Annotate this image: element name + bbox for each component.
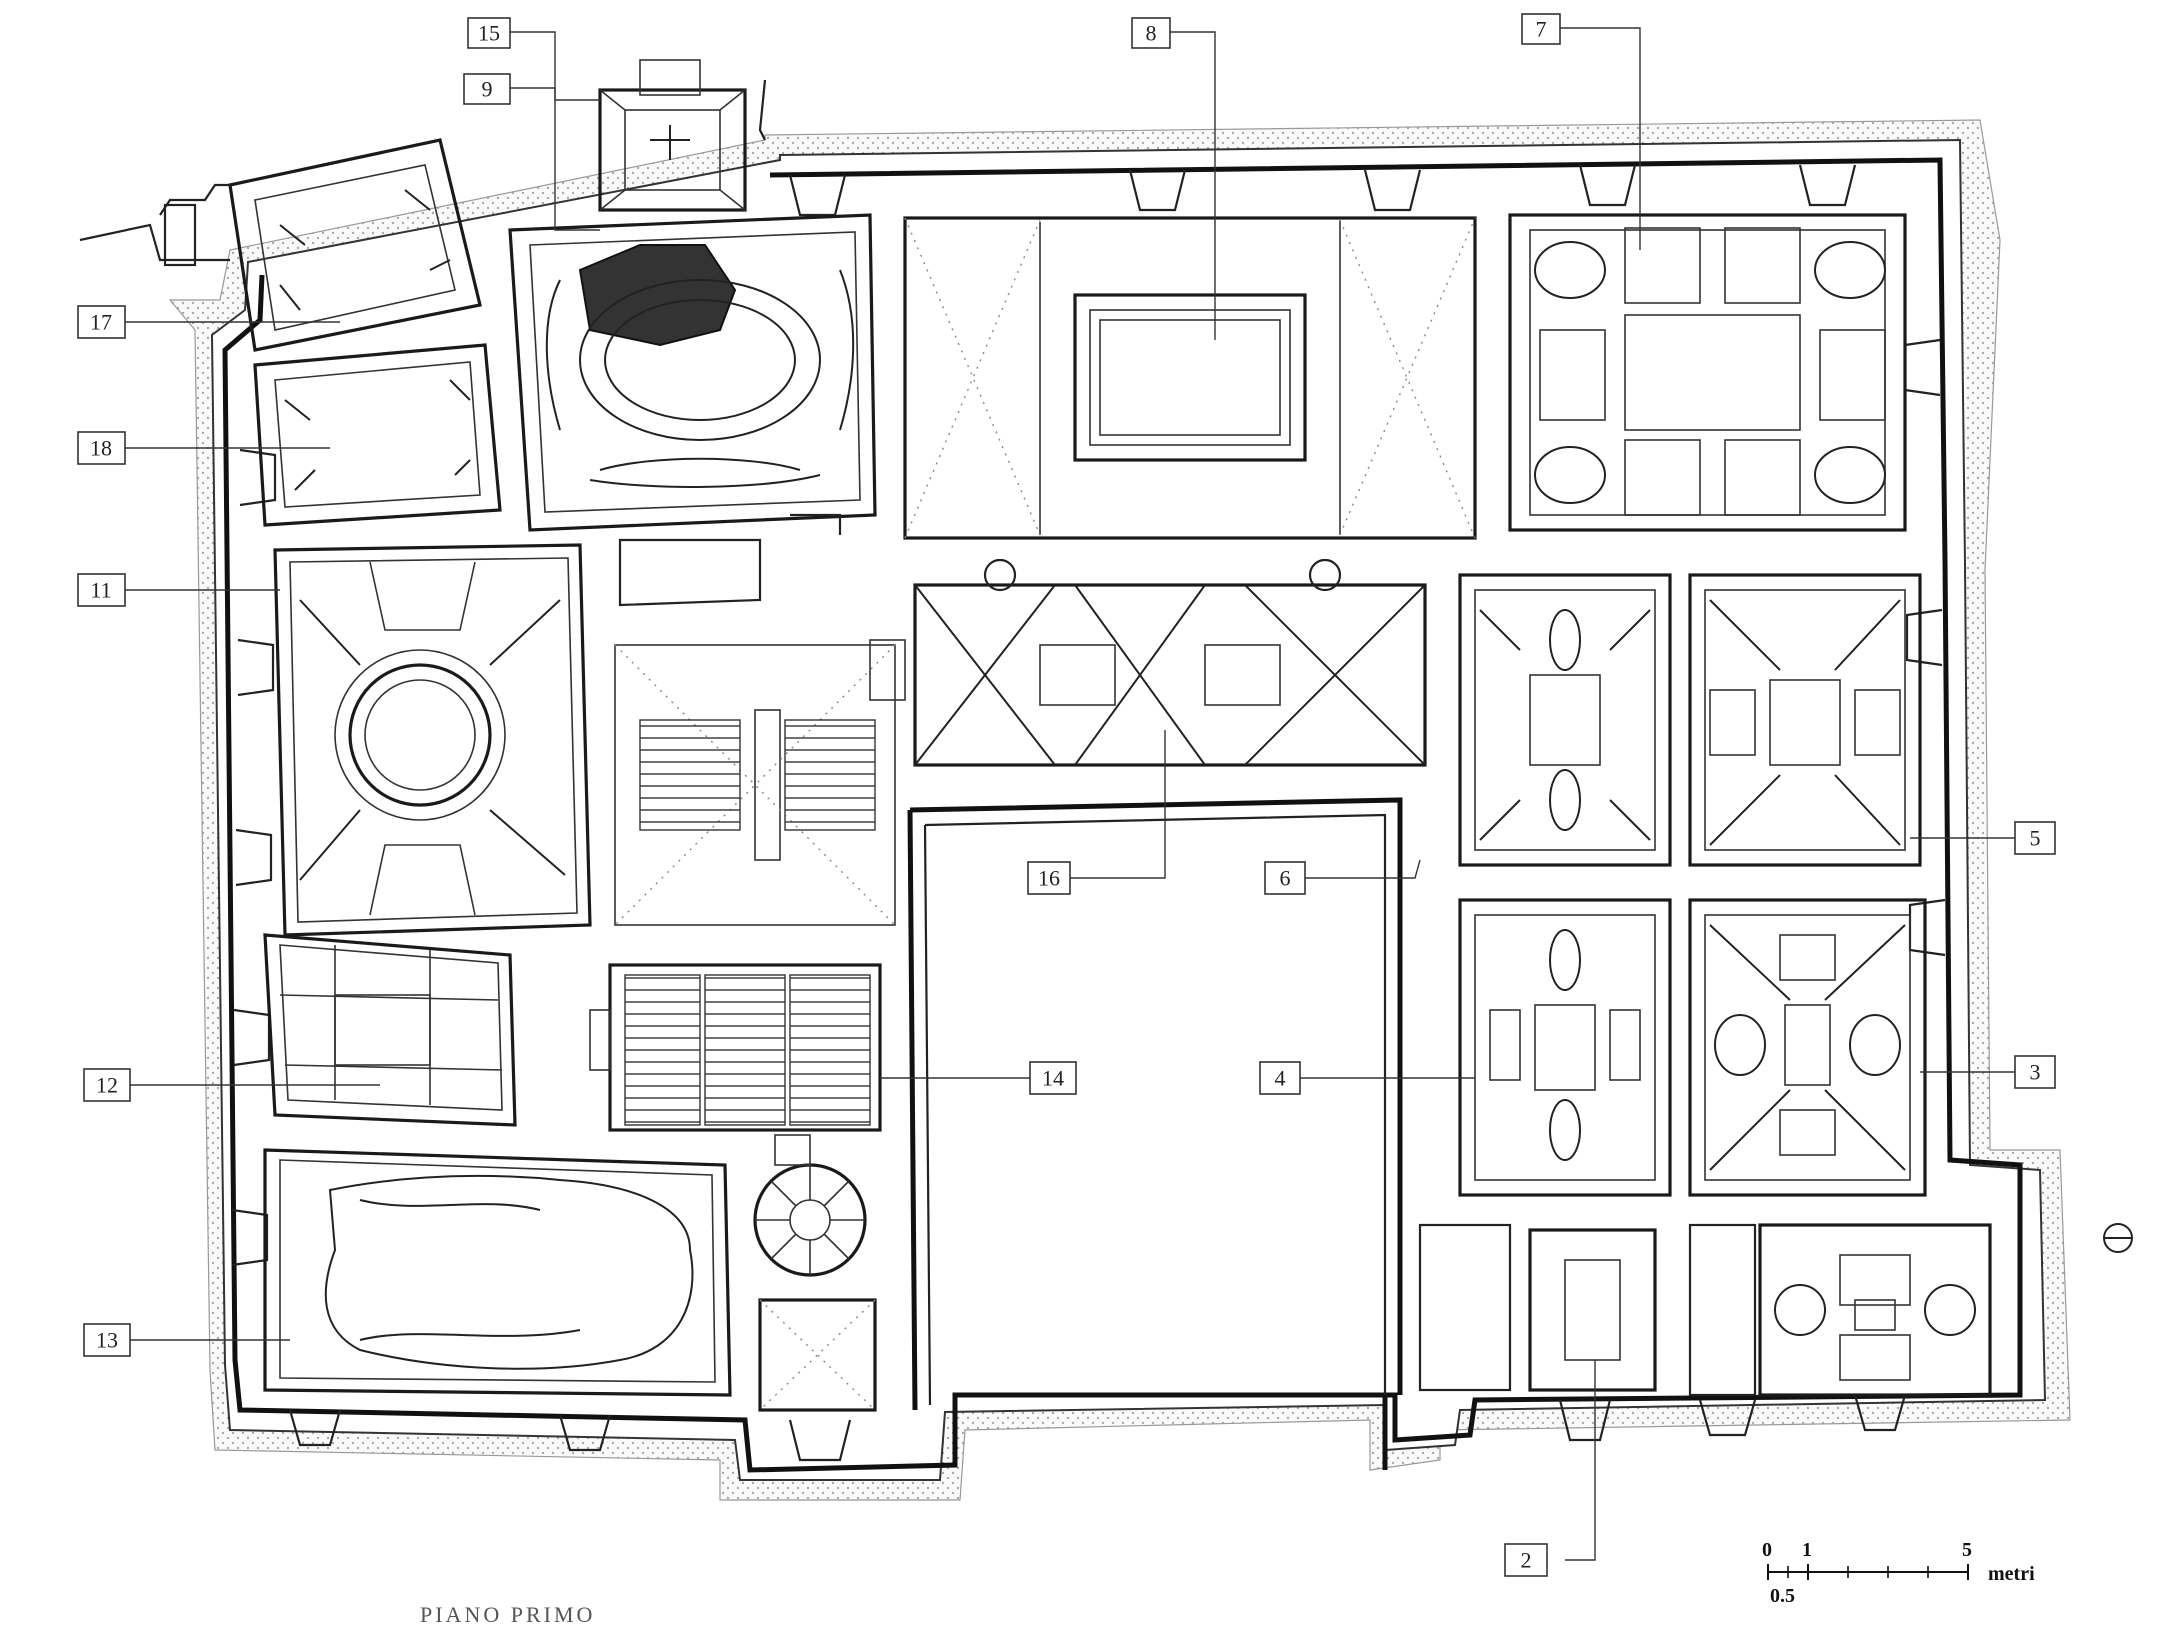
room-label-12: 12 xyxy=(83,1068,131,1102)
outer-wall-hatch xyxy=(168,119,2071,1501)
svg-text:18: 18 xyxy=(90,436,112,461)
room-label-6: 6 xyxy=(1264,861,1306,895)
leader-lines xyxy=(125,27,2015,1561)
svg-text:6: 6 xyxy=(1280,866,1291,891)
room-12 xyxy=(263,933,517,1127)
svg-text:8: 8 xyxy=(1146,21,1157,46)
room-label-17: 17 xyxy=(77,305,126,339)
svg-text:12: 12 xyxy=(96,1073,118,1098)
scale-tick-half: 0.5 xyxy=(1770,1585,1795,1607)
room-4 xyxy=(1458,898,1672,1197)
plan-caption: PIANO PRIMO xyxy=(420,1602,595,1626)
staircase xyxy=(614,513,896,926)
room-11 xyxy=(273,543,592,937)
window-niches xyxy=(231,164,1946,1462)
room-label-14: 14 xyxy=(1029,1061,1077,1095)
svg-text:17: 17 xyxy=(90,310,112,335)
svg-text:9: 9 xyxy=(482,77,493,102)
room-15 xyxy=(598,59,747,212)
room-6 xyxy=(1458,573,1672,867)
room-14 xyxy=(589,963,882,1132)
north-arrow-icon xyxy=(2103,1223,2133,1253)
svg-text:4: 4 xyxy=(1275,1066,1286,1091)
spiral-stair xyxy=(753,1134,877,1412)
room-7 xyxy=(1508,213,1907,532)
main-walls xyxy=(222,79,2023,1473)
svg-text:11: 11 xyxy=(90,578,111,603)
room-label-13: 13 xyxy=(83,1323,131,1357)
svg-text:2: 2 xyxy=(1521,1548,1532,1573)
svg-text:14: 14 xyxy=(1042,1066,1064,1091)
room-label-9: 9 xyxy=(463,73,511,105)
room-13 xyxy=(263,1148,732,1397)
room-3 xyxy=(1688,898,1927,1197)
room-8 xyxy=(903,216,1477,540)
room-label-18: 18 xyxy=(77,431,126,465)
scale-tick-5: 5 xyxy=(1962,1539,1972,1561)
scale-tick-1: 1 xyxy=(1802,1539,1812,1561)
room-16 xyxy=(869,558,1427,767)
spiral-stair-treads xyxy=(755,1165,865,1275)
room-5 xyxy=(1688,573,1922,867)
room-2 xyxy=(1418,1223,1992,1397)
svg-text:15: 15 xyxy=(478,21,500,46)
room-label-3: 3 xyxy=(2014,1055,2056,1089)
svg-text:16: 16 xyxy=(1038,866,1060,891)
room-18 xyxy=(253,343,502,527)
room-label-8: 8 xyxy=(1131,17,1171,49)
svg-text:5: 5 xyxy=(2030,826,2041,851)
svg-text:7: 7 xyxy=(1536,17,1547,42)
svg-text:3: 3 xyxy=(2030,1060,2041,1085)
scale-unit: metri xyxy=(1988,1563,2035,1585)
scale-bar: 0 1 5 0.5 metri xyxy=(1762,1539,2035,1607)
room-17 xyxy=(79,138,482,352)
scale-tick-0: 0 xyxy=(1762,1539,1772,1561)
room-label-4: 4 xyxy=(1259,1061,1301,1095)
room-label-16: 16 xyxy=(1027,861,1071,895)
room-label-5: 5 xyxy=(2014,821,2056,855)
svg-text:13: 13 xyxy=(96,1328,118,1353)
room-label-2: 2 xyxy=(1504,1543,1548,1577)
room-9 xyxy=(508,213,877,532)
room-label-15: 15 xyxy=(467,17,511,49)
room-label-11: 11 xyxy=(77,573,126,607)
room-label-7: 7 xyxy=(1521,13,1561,45)
